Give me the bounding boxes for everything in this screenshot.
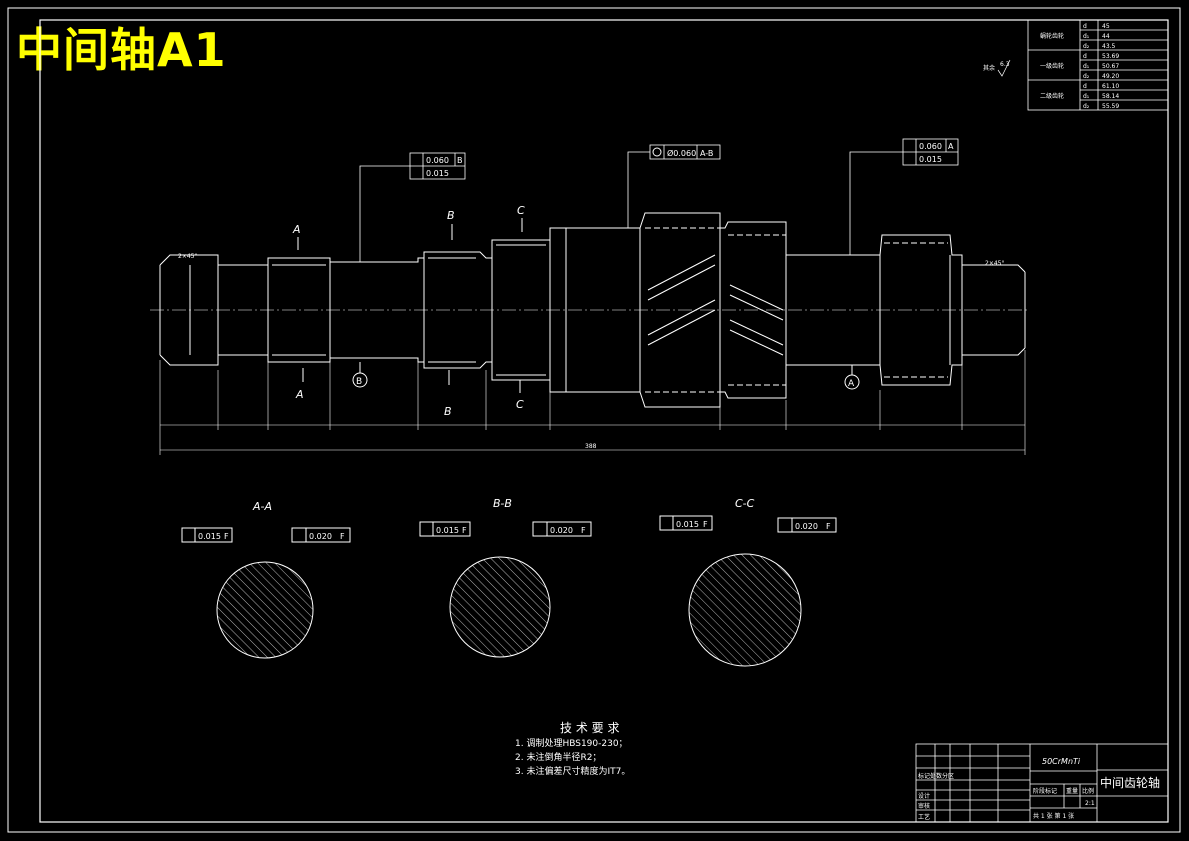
svg-text:F: F (826, 522, 831, 531)
sheet-info: 共 1 张 第 1 张 (1033, 812, 1074, 820)
datum-a-marker: A (844, 365, 860, 390)
tech-req-item-3: 3. 未注偏差尺寸精度为IT7。 (515, 765, 630, 777)
svg-text:F: F (224, 532, 229, 541)
svg-text:F: F (581, 526, 586, 535)
title-label-stage: 阶段标记 (1033, 787, 1057, 795)
section-b-flatness: 0.015 (436, 526, 459, 535)
callout-a-datum: A (948, 142, 954, 151)
tech-req-item-2: 2. 未注倒角半径R2； (515, 751, 601, 763)
bottom-dimensions (159, 350, 1026, 455)
tech-req-item-1: 1. 调制处理HBS190-230； (515, 737, 628, 749)
gear-table-value: 61.10 (1102, 83, 1119, 90)
gear-table-symbol: d₁ (1083, 63, 1090, 70)
gear-table-symbol: d₂ (1083, 43, 1090, 50)
section-b-position: 0.020 (550, 526, 573, 535)
callout-a-frame (849, 138, 959, 255)
title-label-revision: 标记处数分区 (918, 772, 954, 780)
gear-table-value: 50.67 (1102, 63, 1119, 70)
gear-table-value: 53.69 (1102, 53, 1119, 60)
overall-length: 388 (585, 443, 597, 450)
gear-table-value: 44 (1102, 33, 1110, 40)
roughness-symbol (997, 59, 1011, 77)
section-view-b: B-B 0.015 F 0.020 F (419, 497, 592, 658)
title-label-process: 工艺 (918, 813, 930, 821)
section-label-a: A-A (252, 500, 272, 513)
material-label: 50CrMnTi (1042, 757, 1081, 766)
svg-text:A: A (848, 379, 855, 389)
gear-table-symbol: d₁ (1083, 93, 1090, 100)
gear-table-value: 49.20 (1102, 73, 1119, 80)
gear-table-value: 58.14 (1102, 93, 1119, 100)
svg-text:F: F (340, 532, 345, 541)
gear-table-group: 二级齿轮 (1040, 92, 1064, 100)
tech-req-heading: 技 术 要 求 (560, 721, 619, 735)
gear-table-symbol: d₁ (1083, 33, 1090, 40)
gear-table-symbol: d (1083, 23, 1087, 30)
inner-frame (39, 19, 1169, 823)
section-marker-b-bottom: B (444, 405, 452, 418)
title-block (915, 743, 1169, 823)
section-marker-lines (297, 218, 523, 393)
section-marker-b-top: B (447, 209, 455, 222)
part-name: 中间齿轮轴 (1100, 775, 1160, 790)
section-marker-a-bottom: A (295, 388, 304, 401)
chamfer-left: 2×45° (178, 253, 197, 260)
gear-table-group: 一级齿轮 (1040, 62, 1064, 70)
drawing-title-overlay: 中间轴A1 (16, 23, 227, 77)
svg-text:B: B (356, 377, 362, 387)
callout-ab-coaxiality: Ø0.060 (667, 148, 696, 158)
callout-ab-datum: A-B (700, 149, 713, 158)
title-label-weight: 重量 (1066, 787, 1078, 795)
roughness-note: 其余 (983, 64, 995, 72)
title-label-review: 审核 (918, 802, 930, 810)
callout-b-frame (359, 152, 466, 262)
gear-parameter-table (1027, 19, 1169, 111)
callout-b-cylindricity: 0.015 (426, 169, 449, 178)
gear-table-symbol: d (1083, 83, 1087, 90)
callout-ab-frame (627, 144, 721, 228)
gear-table-symbol: d₂ (1083, 73, 1090, 80)
scale-value: 2:1 (1085, 800, 1095, 807)
chamfer-right: 2×45° (985, 260, 1004, 267)
section-c-flatness: 0.015 (676, 520, 699, 529)
svg-text:F: F (703, 520, 708, 529)
section-view-c: C-C 0.015 F 0.020 F (659, 497, 837, 667)
gear-table-value: 55.59 (1102, 103, 1119, 110)
gear-table-group: 蜗轮齿轮 (1040, 32, 1064, 40)
svg-text:F: F (462, 526, 467, 535)
section-view-a: A-A 0.015 F 0.020 F (181, 500, 351, 659)
section-a-flatness: 0.015 (198, 532, 221, 541)
callout-a-cylindricity: 0.015 (919, 155, 942, 164)
outer-frame (7, 7, 1181, 833)
callout-b-datum: B (457, 156, 463, 165)
title-label-design: 设计 (918, 792, 930, 800)
gear-table-symbol: d₂ (1083, 103, 1090, 110)
title-label-scale: 比例 (1082, 787, 1094, 795)
section-label-c: C-C (735, 497, 755, 510)
section-marker-c-bottom: C (516, 398, 524, 411)
callout-b-runout: 0.060 (426, 156, 449, 165)
section-label-b: B-B (493, 497, 512, 510)
section-markers: A A B B C C (292, 204, 525, 418)
gear-table-value: 45 (1102, 23, 1110, 30)
gear-table-text: 蜗轮齿轮 d 45 d₁ 44 d₂ 43.5 一级齿轮 d 53.69 d₁ 50.67 d₂ 49.2… (1040, 23, 1119, 110)
section-marker-a-top: A (292, 223, 301, 236)
callout-a-runout: 0.060 (919, 142, 942, 151)
datum-b-marker: B (352, 362, 368, 388)
section-a-position: 0.020 (309, 532, 332, 541)
gear-table-value: 43.5 (1102, 43, 1116, 50)
gear-table-symbol: d (1083, 53, 1087, 60)
section-c-position: 0.020 (795, 522, 818, 531)
roughness-value: 6.3 (1000, 61, 1010, 68)
section-marker-c-top: C (517, 204, 525, 217)
